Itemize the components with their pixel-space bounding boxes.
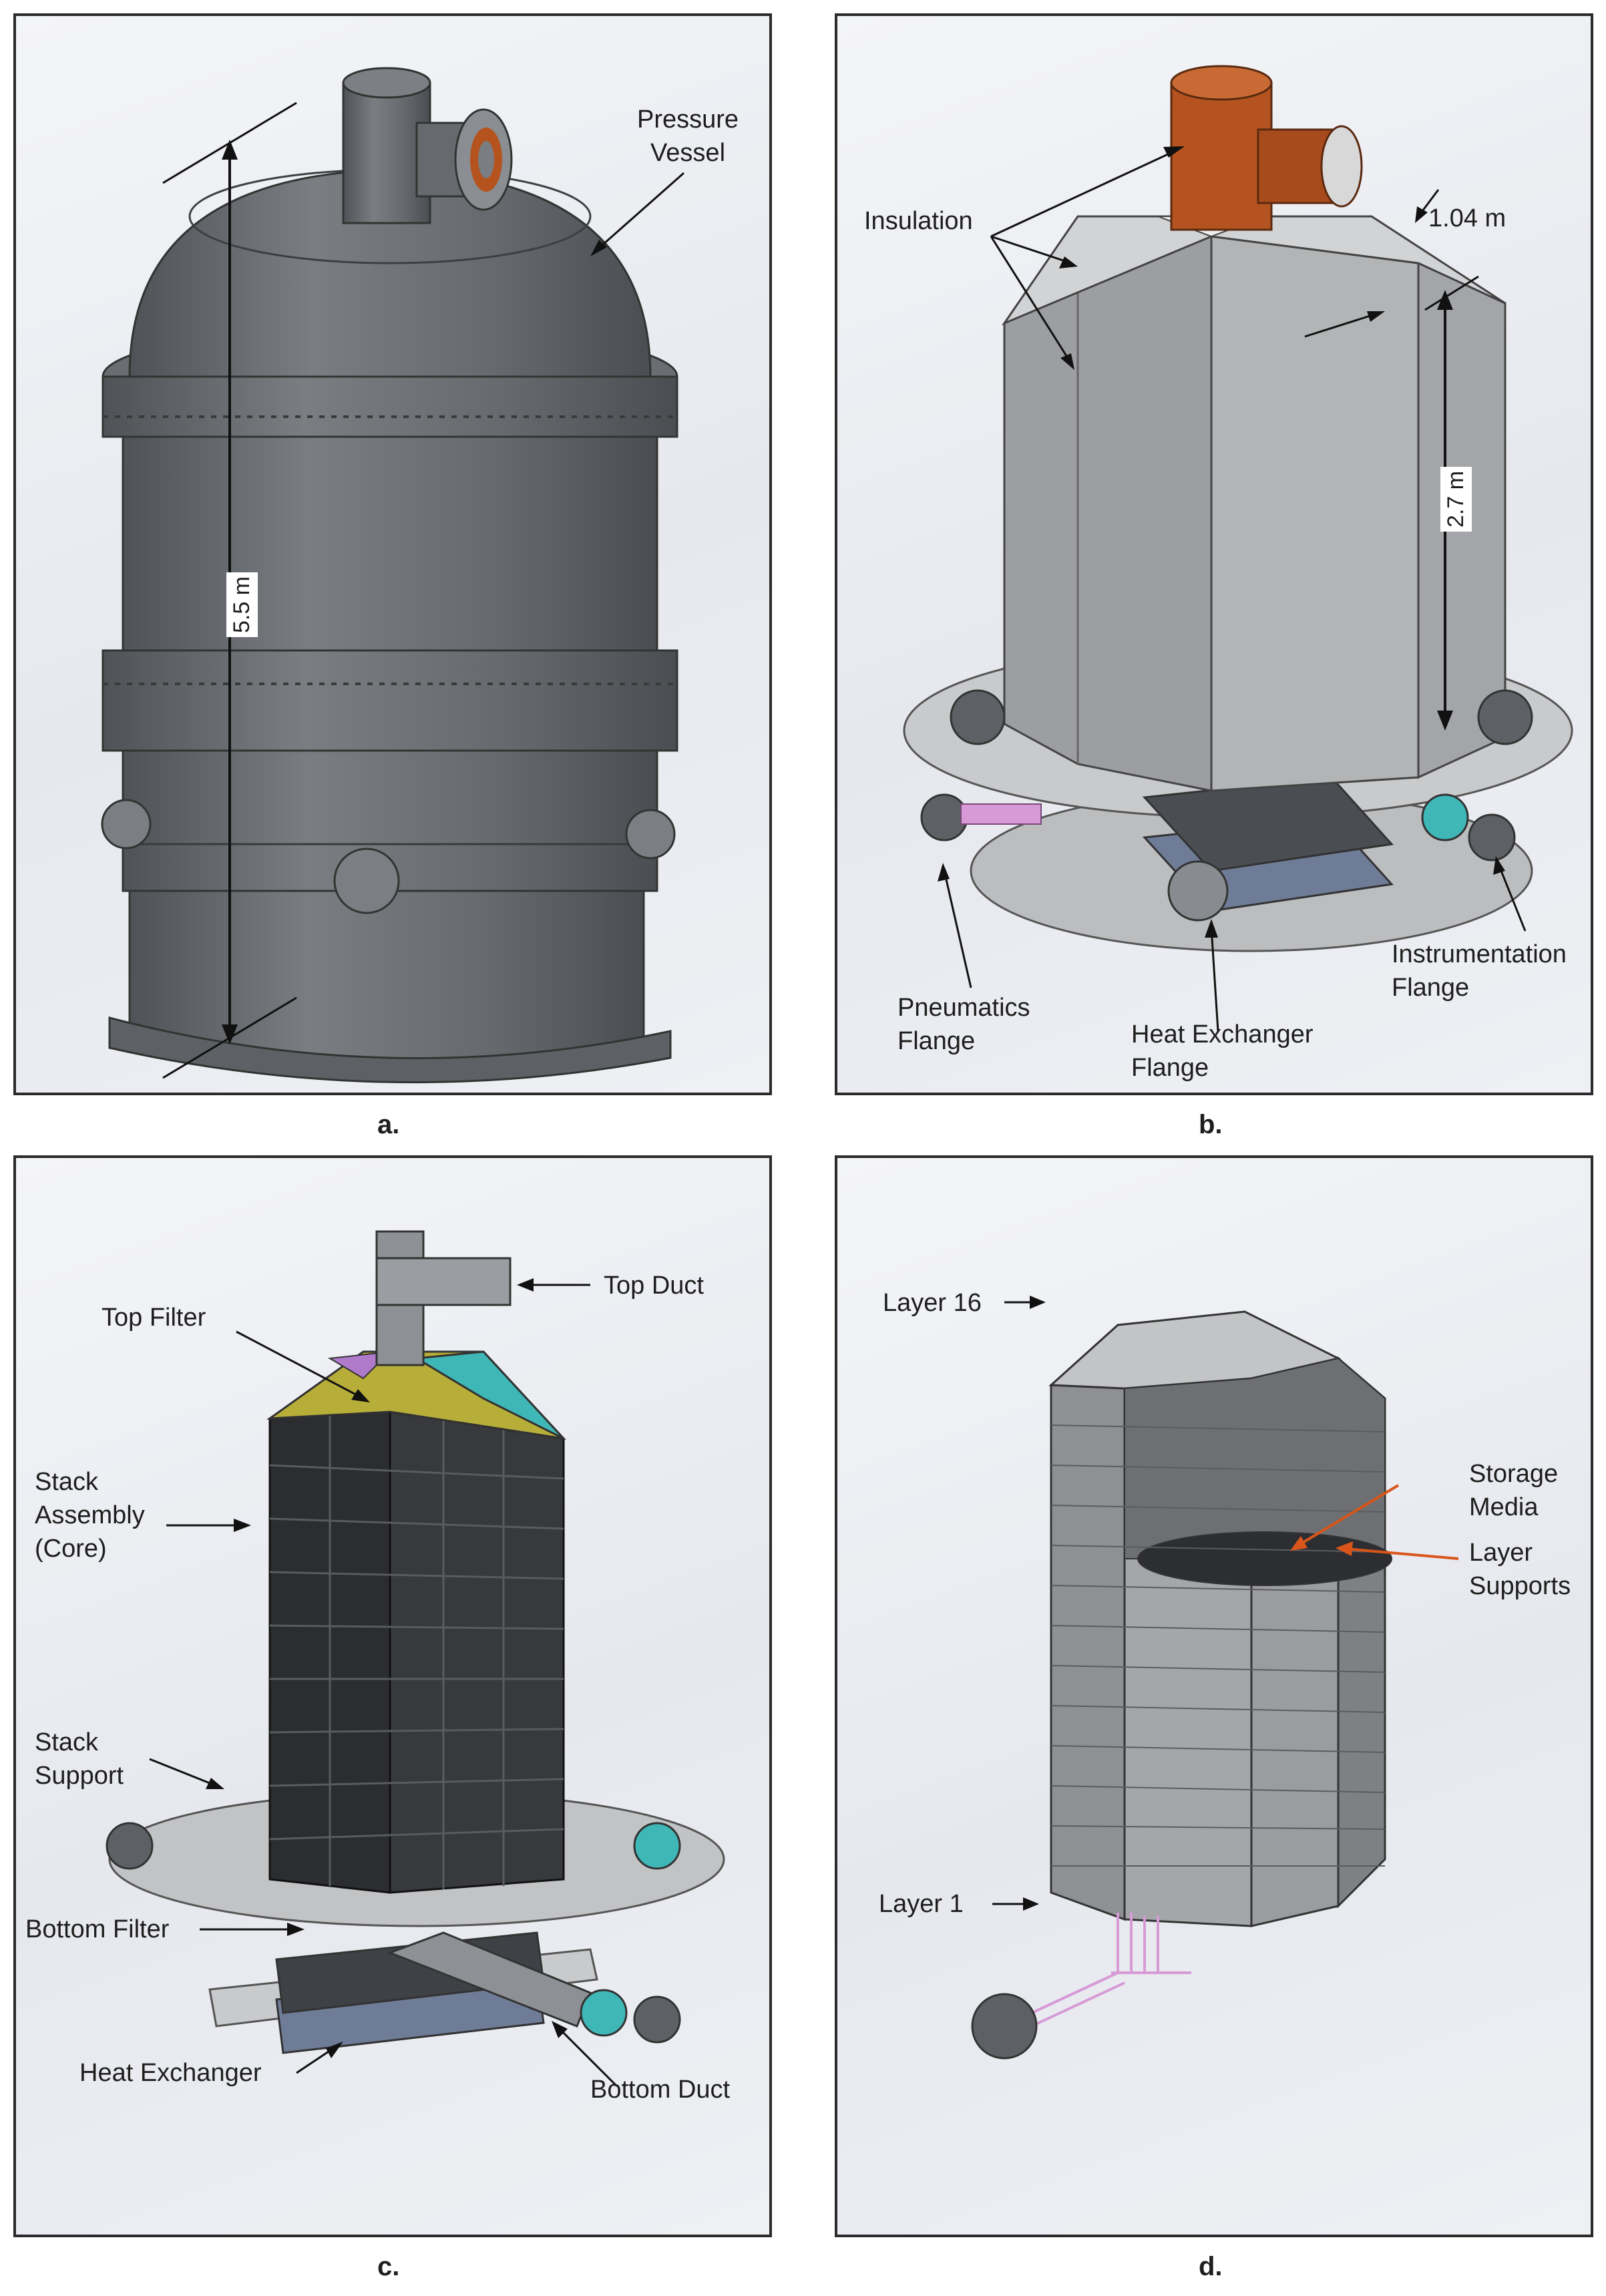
label-line: Stack xyxy=(35,1728,99,1756)
caption-d: d. xyxy=(1199,2252,1223,2281)
label-top-filter: Top Filter xyxy=(102,1304,206,1332)
panel-d: Layer 16 Layer 1 Storage Media Layer Sup… xyxy=(835,1155,1593,2237)
label-insulation: Insulation xyxy=(864,207,973,235)
label-top-duct: Top Duct xyxy=(604,1272,704,1300)
label-line: Pressure xyxy=(637,106,739,134)
label-line: (Core) xyxy=(35,1535,107,1563)
label-line: Supports xyxy=(1469,1572,1571,1600)
label-instrumentation-flange: Instrumentation Flange xyxy=(1392,938,1567,1004)
caption-a: a. xyxy=(377,1110,400,1139)
dimension-height-vessel: 5.5 m xyxy=(226,572,258,638)
label-line: Support xyxy=(35,1762,124,1790)
label-heat-exchanger-flange: Heat Exchanger Flange xyxy=(1131,1018,1314,1085)
core-assembly-drawing xyxy=(106,1230,725,2088)
label-stack-assembly: Stack Assembly (Core) xyxy=(35,1465,145,1565)
label-line: Flange xyxy=(897,1027,976,1055)
label-line: Vessel xyxy=(650,139,726,167)
label-dimension-thickness: 1.04 m xyxy=(1428,204,1507,232)
insulation-drawing xyxy=(903,65,1573,1032)
label-heat-exchanger: Heat Exchanger xyxy=(79,2059,262,2087)
label-line: Storage xyxy=(1469,1460,1559,1488)
label-line: Assembly xyxy=(35,1501,145,1529)
label-line: Stack xyxy=(35,1468,99,1496)
panel-b: Insulation 1.04 m 2.7 m Pneumatics Flang… xyxy=(835,13,1593,1095)
label-line: Layer xyxy=(1469,1539,1533,1567)
label-stack-support: Stack Support xyxy=(35,1726,124,1792)
label-layer-supports: Layer Supports xyxy=(1469,1536,1571,1603)
panel-c: Top Duct Top Filter Stack Assembly (Core… xyxy=(13,1155,772,2237)
label-pneumatics-flange: Pneumatics Flange xyxy=(897,991,1030,1058)
label-bottom-duct: Bottom Duct xyxy=(590,2076,731,2104)
dimension-height-insulation: 2.7 m xyxy=(1440,466,1472,532)
label-line: Flange xyxy=(1131,1054,1209,1082)
caption-b: b. xyxy=(1199,1110,1223,1139)
label-line: Pneumatics xyxy=(897,994,1030,1022)
label-line: Flange xyxy=(1392,974,1470,1002)
label-layer-16: Layer 16 xyxy=(883,1289,982,1317)
pressure-vessel-drawing xyxy=(101,67,684,1084)
label-bottom-filter: Bottom Filter xyxy=(25,1915,170,1943)
caption-c: c. xyxy=(377,2252,400,2281)
label-storage-media: Storage Media xyxy=(1469,1457,1558,1524)
panel-a: Pressure Vessel 5.5 m xyxy=(13,13,772,1095)
label-line: Instrumentation xyxy=(1392,940,1567,968)
label-line: Heat Exchanger xyxy=(1131,1020,1314,1048)
label-layer-1: Layer 1 xyxy=(879,1890,964,1918)
storage-layers-drawing xyxy=(971,1296,1459,2060)
label-pressure-vessel: Pressure Vessel xyxy=(637,103,739,170)
label-line: Media xyxy=(1469,1493,1539,1521)
